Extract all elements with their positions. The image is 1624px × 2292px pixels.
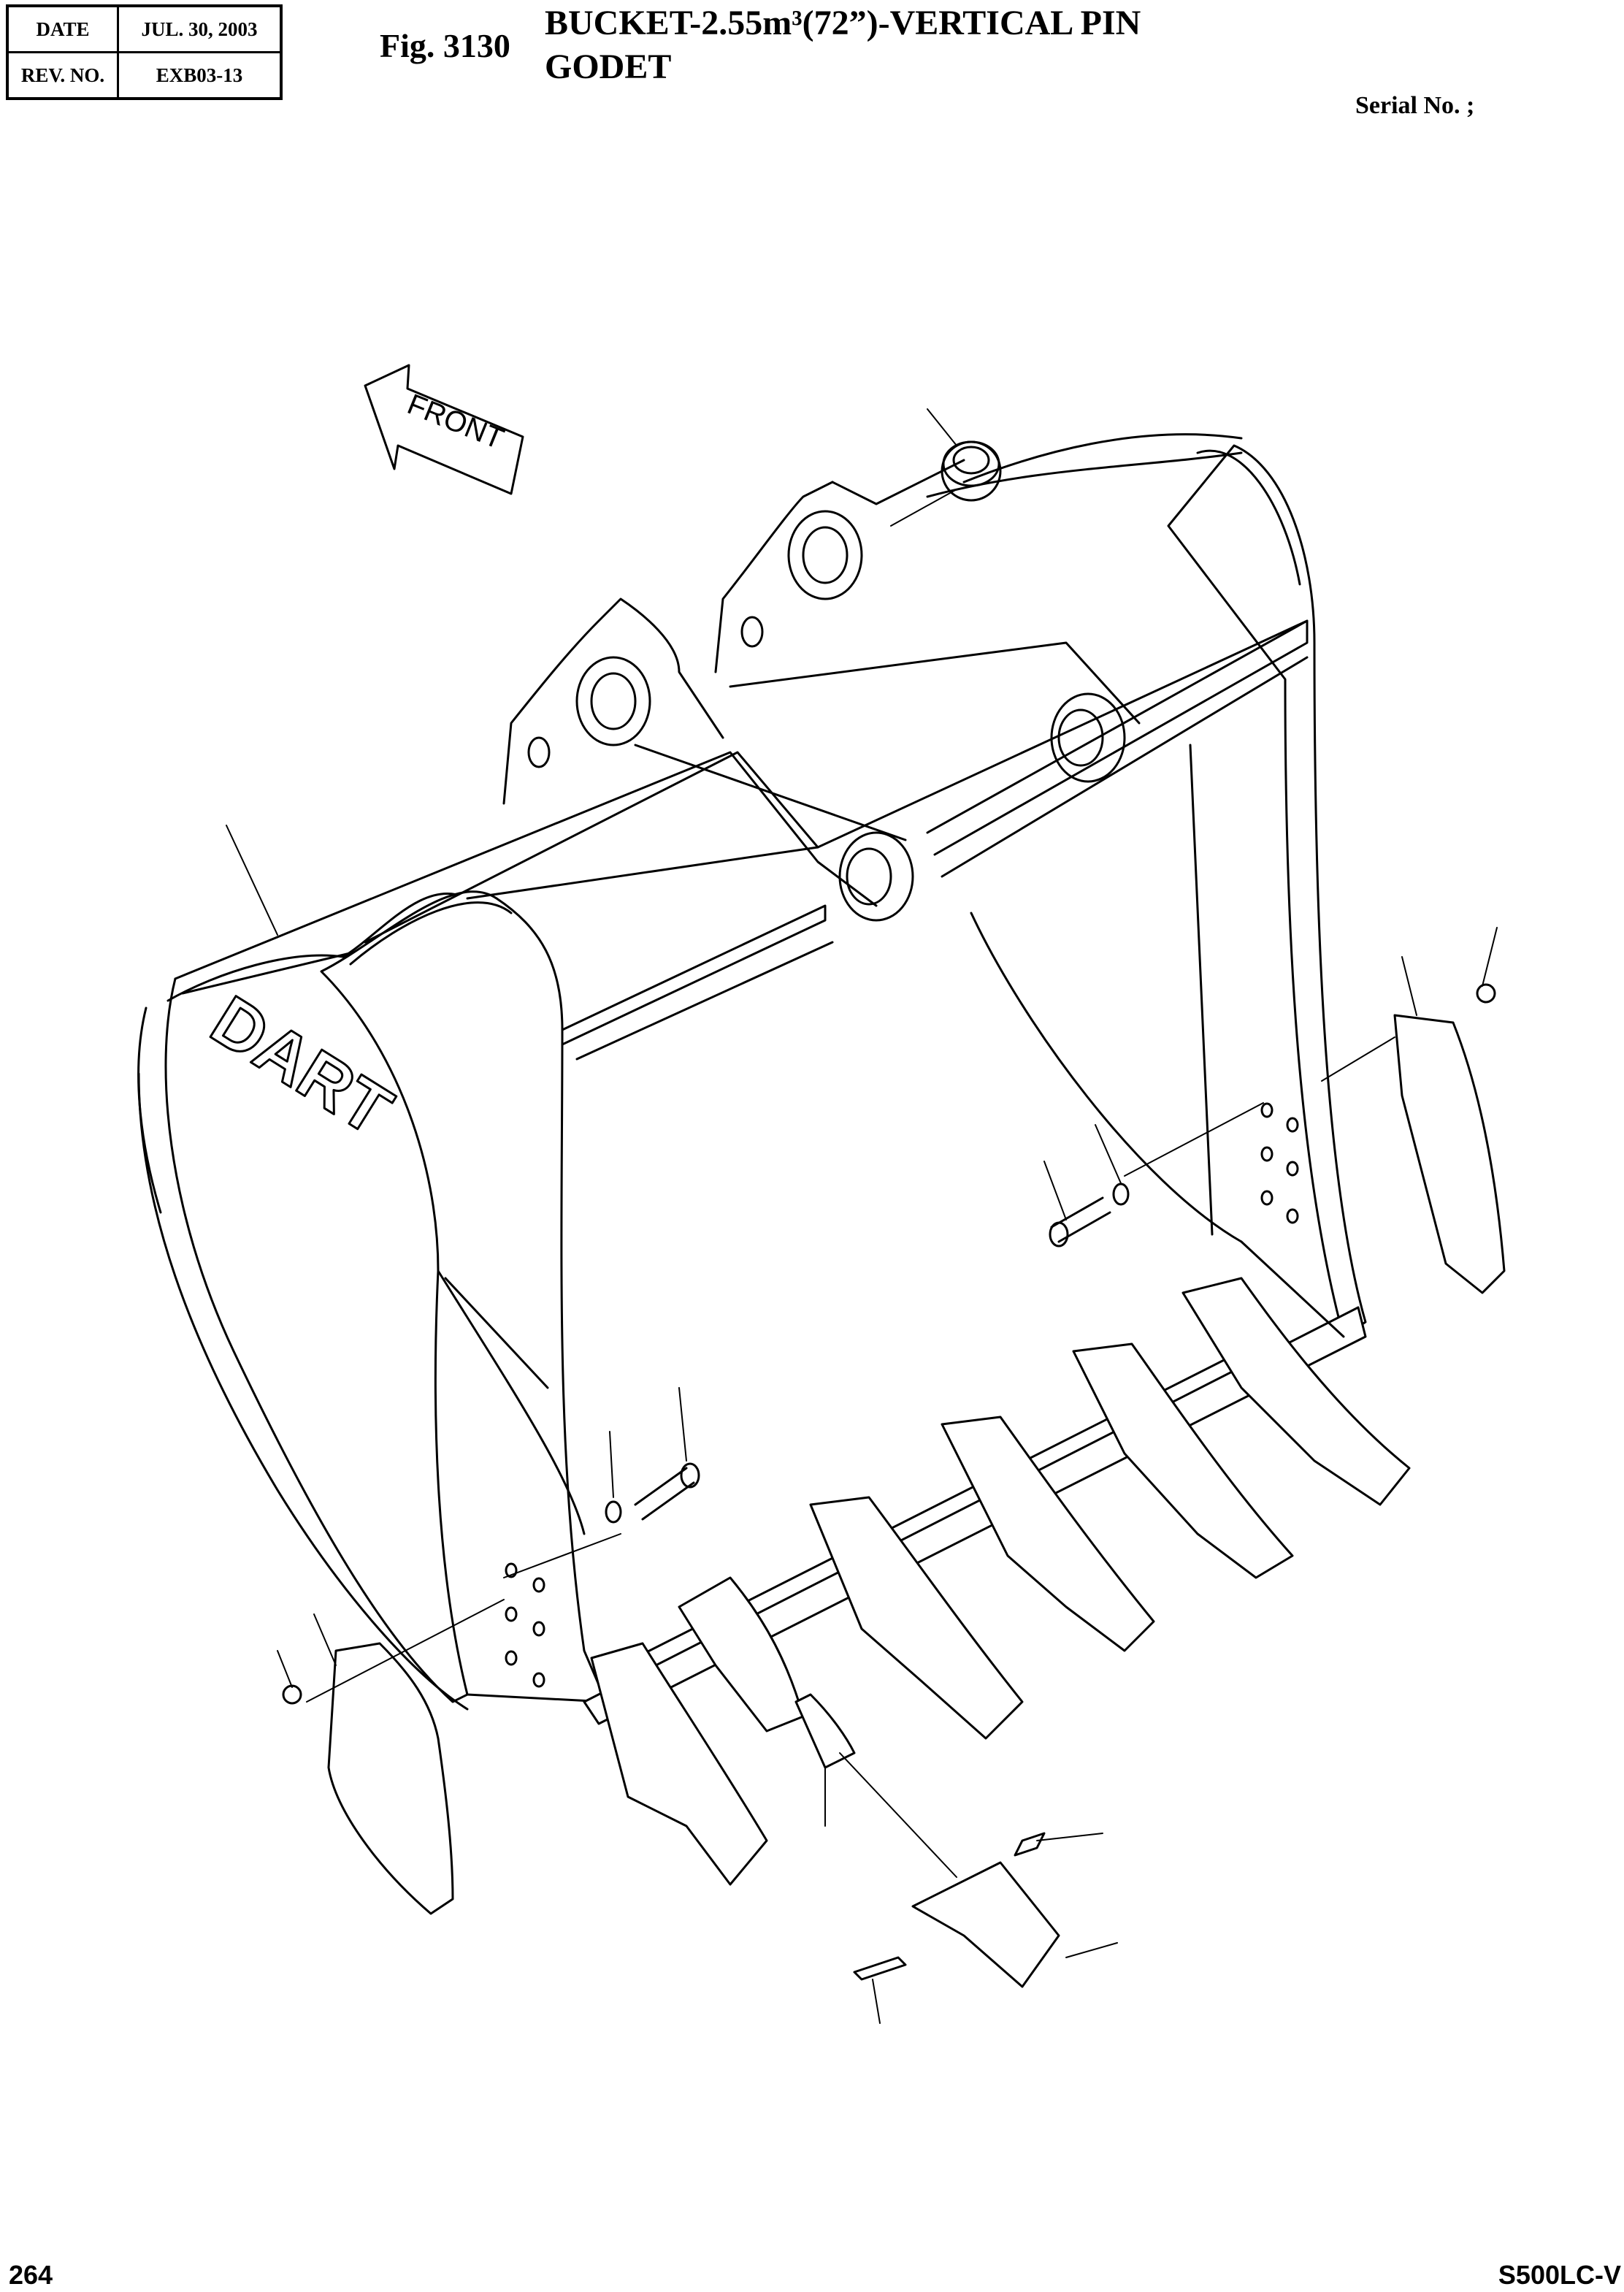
bolt-holes <box>505 1102 1299 1688</box>
side-cutters <box>327 1014 1506 1915</box>
bucket-teeth <box>590 1277 1411 1886</box>
figure-title: BUCKET-2.55m³(72”)-VERTICAL PIN <box>545 4 1141 42</box>
figure-subtitle: GODET <box>545 47 672 86</box>
rev-label: REV. NO. <box>6 51 119 100</box>
leader-lines <box>226 408 1498 2024</box>
date-label: DATE <box>6 4 119 53</box>
rev-value: EXB03-13 <box>117 51 283 100</box>
revision-table: DATE JUL. 30, 2003 REV. NO. EXB03-13 <box>6 4 283 100</box>
model-name: S500LC-V <box>1498 2260 1621 2290</box>
bolts-and-nuts <box>282 440 1496 1705</box>
serial-number-label: Serial No. ; <box>1355 92 1475 119</box>
figure-number: Fig. 3130 <box>380 27 510 64</box>
pin-bosses <box>502 440 1141 922</box>
page-number: 264 <box>9 2260 53 2290</box>
date-value: JUL. 30, 2003 <box>117 4 283 53</box>
exploded-tooth <box>853 1832 1060 1988</box>
front-arrow: FRONT <box>364 364 524 495</box>
